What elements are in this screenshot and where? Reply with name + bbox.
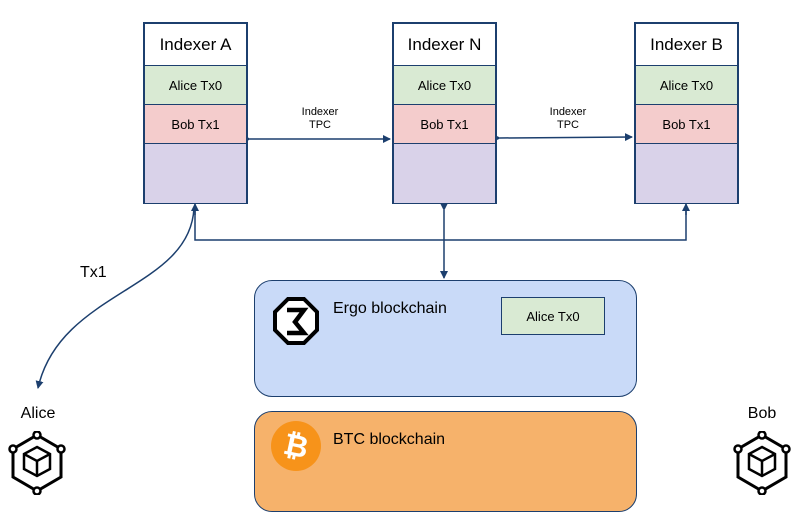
indexer-n-title: Indexer N xyxy=(394,24,495,66)
tpc-label-a-n-line1: Indexer xyxy=(301,106,339,118)
ergo-blockchain-label: Ergo blockchain xyxy=(333,300,447,317)
indexer-b-title: Indexer B xyxy=(636,24,737,66)
tx1-label: Tx1 xyxy=(80,264,107,281)
ergo-alice-tx0-box: Alice Tx0 xyxy=(501,297,605,335)
indexer-a-empty-row xyxy=(145,144,246,203)
indexer-n: Indexer N Alice Tx0 Bob Tx1 xyxy=(392,22,497,204)
indexer-n-bob-row: Bob Tx1 xyxy=(394,105,495,144)
btc-blockchain-panel: ₿ BTC blockchain xyxy=(254,411,637,512)
tpc-link-n-b xyxy=(492,133,633,143)
alice-label: Alice xyxy=(20,405,56,422)
bitcoin-logo-icon: ₿ xyxy=(271,421,321,471)
bob-label: Bob xyxy=(747,405,777,422)
tpc-label-n-b-line1: Indexer xyxy=(549,106,587,118)
indexer-a-bob-row: Bob Tx1 xyxy=(145,105,246,144)
indexer-n-alice-row: Alice Tx0 xyxy=(394,66,495,105)
btc-blockchain-label: BTC blockchain xyxy=(333,431,446,448)
indexer-n-empty-row xyxy=(394,144,495,203)
tpc-label-a-n: Indexer TPC xyxy=(285,106,355,132)
tpc-label-a-n-line2: TPC xyxy=(309,119,331,131)
indexer-b: Indexer B Alice Tx0 Bob Tx1 xyxy=(634,22,739,204)
tpc-label-n-b: Indexer TPC xyxy=(533,106,603,132)
indexer-b-bob-row: Bob Tx1 xyxy=(636,105,737,144)
ergo-logo-icon xyxy=(273,297,319,345)
indexer-a-title: Indexer A xyxy=(145,24,246,66)
indexer-a-alice-row: Alice Tx0 xyxy=(145,66,246,105)
ergo-blockchain-panel: Ergo blockchain Alice Tx0 xyxy=(254,280,637,397)
alice-user-icon xyxy=(8,431,66,495)
indexer-bus-line xyxy=(194,205,687,241)
tpc-label-n-b-line2: TPC xyxy=(557,119,579,131)
indexer-b-empty-row xyxy=(636,144,737,203)
tx1-curve-arrow xyxy=(35,207,195,389)
indexer-b-alice-row: Alice Tx0 xyxy=(636,66,737,105)
bob-user-icon xyxy=(733,431,791,495)
indexer-a: Indexer A Alice Tx0 Bob Tx1 xyxy=(143,22,248,204)
